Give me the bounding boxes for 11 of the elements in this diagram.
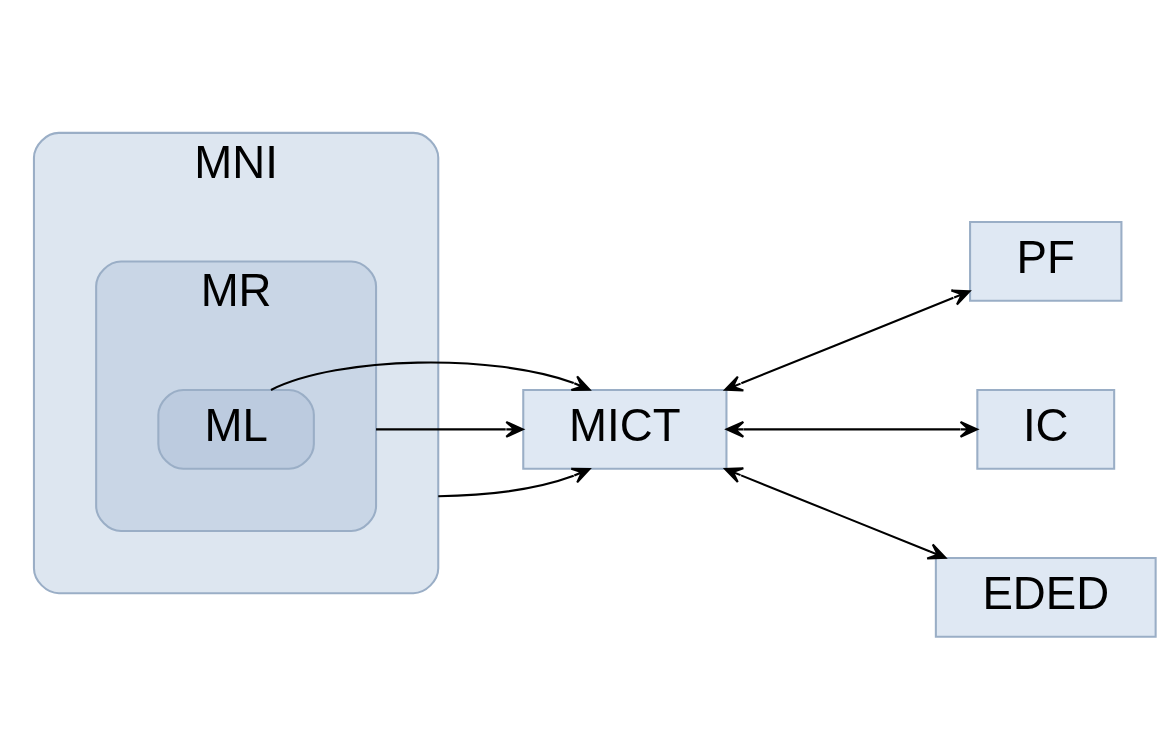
node-box: PF — [969, 221, 1123, 302]
arrow — [376, 420, 524, 438]
node-box: IC — [976, 388, 1116, 470]
arrow — [724, 467, 947, 560]
arrow — [724, 289, 971, 392]
node-box: ML — [157, 388, 315, 470]
arrow — [725, 420, 979, 438]
node-box: EDED — [934, 556, 1157, 638]
arrow — [270, 361, 591, 392]
arrow — [438, 467, 591, 498]
node-box: MICT — [522, 388, 728, 470]
